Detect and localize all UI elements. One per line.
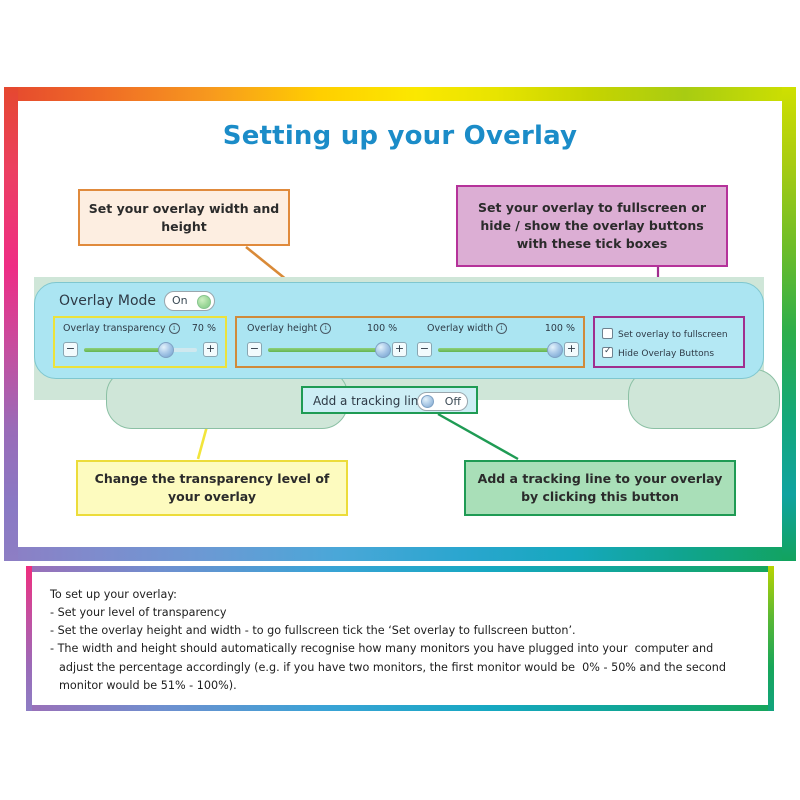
height-slider-row: − + [247,342,407,358]
instructions-content: To set up your overlay: - Set your level… [32,572,768,705]
checkbox-set-overlay-to-fullscreen-label: Set overlay to fullscreen [618,330,728,340]
note-border-left [26,566,32,711]
callout-transparency-text: Change the transparency level of your ov… [94,471,330,504]
checkbox-hide-overlay-buttons-label: Hide Overlay Buttons [618,349,715,359]
instructions-panel: To set up your overlay: - Set your level… [26,566,774,711]
instructions-line-1: - Set your level of transparency [50,606,227,620]
page-title: Setting up your Overlay [222,121,578,151]
checkbox-icon[interactable] [602,328,613,339]
overlay-mode-label: Overlay Mode [59,293,157,309]
overlay-mode-toggle[interactable]: On [164,291,215,311]
callout-width-height: Set your overlay width and height [78,189,290,246]
checkbox-group: Set overlay to fullscreen Hide Overlay B… [593,316,745,368]
width-slider-row: − + [417,342,579,358]
add-tracking-line-button[interactable]: Add a tracking line Off [301,386,478,414]
toggle-knob-icon [197,294,211,309]
note-border-bottom [26,705,774,711]
width-slider-track[interactable] [438,348,558,352]
info-icon[interactable]: i [320,323,332,334]
instructions-line-3: - The width and height should automatica… [50,642,730,692]
instructions-line-2: - Set the overlay height and width - to … [50,624,576,638]
width-slider-knob[interactable] [547,342,563,358]
transparency-value: 70 % [191,323,216,334]
transparency-decrease-button[interactable]: − [63,342,78,357]
callout-fullscreen-tickboxes-text: Set your overlay to fullscreen or hide /… [478,200,706,251]
height-slider-knob[interactable] [375,342,391,358]
note-border-right [768,566,774,711]
callout-fullscreen-tickboxes: Set your overlay to fullscreen or hide /… [456,185,728,267]
add-tracking-line-label: Add a tracking line [313,394,426,408]
checkbox-checked-icon[interactable] [602,346,613,358]
tracking-line-toggle-label: Off [444,394,461,408]
rainbow-border-left [4,87,18,561]
width-value: 100 % [544,323,575,334]
info-icon[interactable]: i [496,323,508,334]
transparency-slider-track[interactable] [84,348,197,352]
transparency-increase-button[interactable]: + [203,342,218,357]
callout-tracking-line-text: Add a tracking line to your overlay by c… [477,471,723,504]
height-value: 100 % [367,323,398,334]
rainbow-border-top [4,87,796,101]
width-slider-fill [438,348,558,352]
width-increase-button[interactable]: + [564,342,579,357]
transparency-slider-row: − + [63,342,218,358]
callout-transparency: Change the transparency level of your ov… [76,460,348,516]
info-icon[interactable]: i [168,323,180,334]
rainbow-border-bottom [4,547,796,561]
callout-tracking-line: Add a tracking line to your overlay by c… [464,460,736,516]
width-decrease-button[interactable]: − [417,342,432,357]
checkbox-hide-overlay-buttons[interactable]: Hide Overlay Buttons [602,346,715,359]
height-decrease-button[interactable]: − [247,342,262,357]
rainbow-border-right [782,87,796,561]
connector-green [437,412,519,461]
transparency-slider-knob[interactable] [158,342,174,358]
callout-width-height-text: Set your overlay width and height [88,200,280,234]
height-slider-track[interactable] [268,348,386,352]
main-panel-content: Setting up your Overlay Set your overlay… [18,101,782,547]
overlay-mode-toggle-label: On [172,294,188,307]
tracking-line-toggle[interactable]: Off [417,391,468,411]
height-increase-button[interactable]: + [392,342,407,357]
instructions-heading: To set up your overlay: [50,588,177,601]
height-slider-fill [268,348,386,352]
toggle-knob-icon [421,394,434,408]
note-border-top [26,566,774,572]
transparency-slider-fill [84,348,164,352]
checkbox-set-overlay-to-fullscreen[interactable]: Set overlay to fullscreen [602,328,728,340]
